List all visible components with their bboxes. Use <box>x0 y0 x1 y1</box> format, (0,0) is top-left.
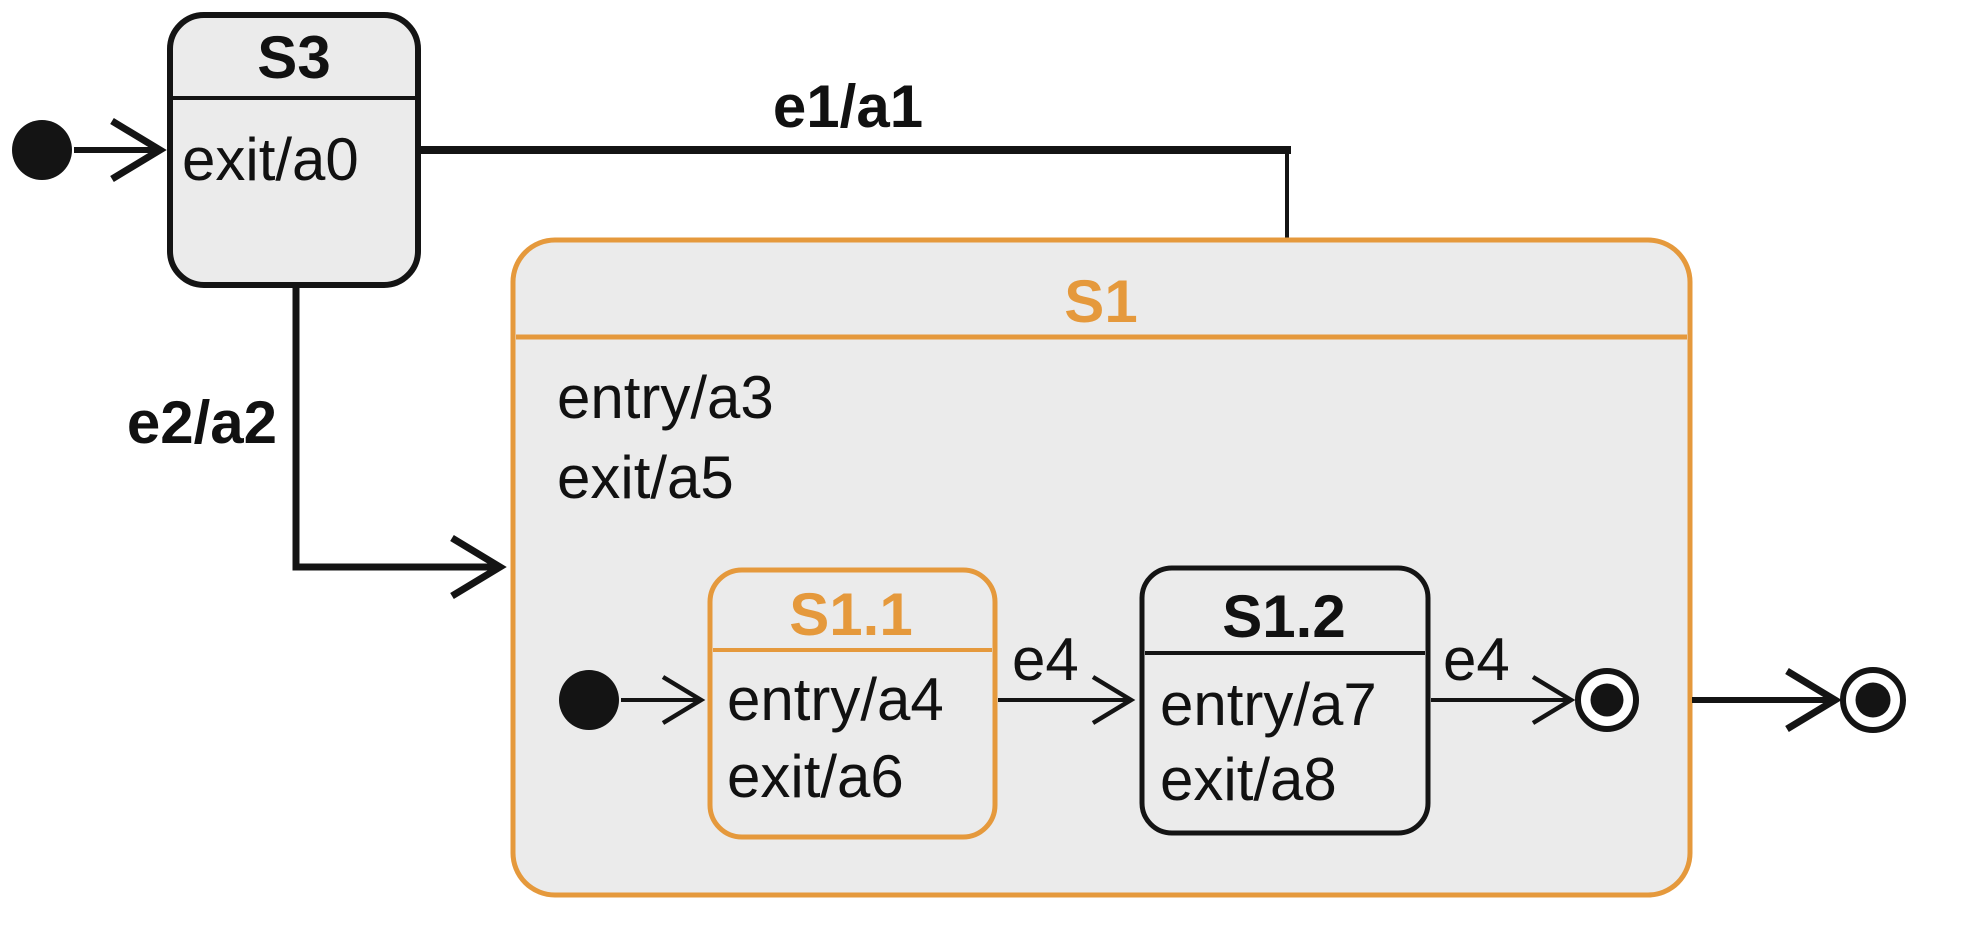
transition-e4b-label: e4 <box>1443 626 1510 693</box>
state-s3: S3 exit/a0 <box>167 12 421 288</box>
final-state-s1-core <box>1590 683 1624 717</box>
state-s1-action-exit: exit/a5 <box>557 444 734 511</box>
state-s12-action-entry: entry/a7 <box>1160 671 1377 738</box>
transition-e1-label: e1/a1 <box>773 73 923 140</box>
state-s1-action-entry: entry/a3 <box>557 364 774 431</box>
transition-e1: e1/a1 <box>421 73 1312 565</box>
state-s3-title: S3 <box>257 24 330 91</box>
state-s11-box <box>707 567 998 840</box>
state-s12-box <box>1139 565 1431 836</box>
state-s1-title: S1 <box>1064 268 1137 335</box>
transition-e4-s11-s12: e4 <box>998 626 1136 725</box>
state-s1: S1 entry/a3 exit/a5 <box>510 237 1693 898</box>
final-state-top-core <box>1855 682 1891 718</box>
transition-e4-s12-final: e4 <box>1431 626 1576 725</box>
final-state-top <box>1840 667 1906 733</box>
transition-e2: e2/a2 <box>127 285 507 599</box>
initial-pseudostate-top <box>12 120 72 180</box>
state-s12: S1.2 entry/a7 exit/a8 <box>1139 565 1431 836</box>
state-s12-action-exit: exit/a8 <box>1160 746 1337 813</box>
state-s11-action-exit: exit/a6 <box>727 743 904 810</box>
final-state-s1 <box>1575 668 1639 732</box>
state-s11: S1.1 entry/a4 exit/a6 <box>707 567 998 840</box>
state-s11-action-entry: entry/a4 <box>727 666 944 733</box>
state-s11-title: S1.1 <box>789 581 912 648</box>
transition-e4a-label: e4 <box>1012 626 1079 693</box>
state-s3-action: exit/a0 <box>182 126 359 193</box>
state-s12-title: S1.2 <box>1222 583 1345 650</box>
initial-pseudostate-s1 <box>559 670 619 730</box>
transition-e2-label: e2/a2 <box>127 389 277 456</box>
